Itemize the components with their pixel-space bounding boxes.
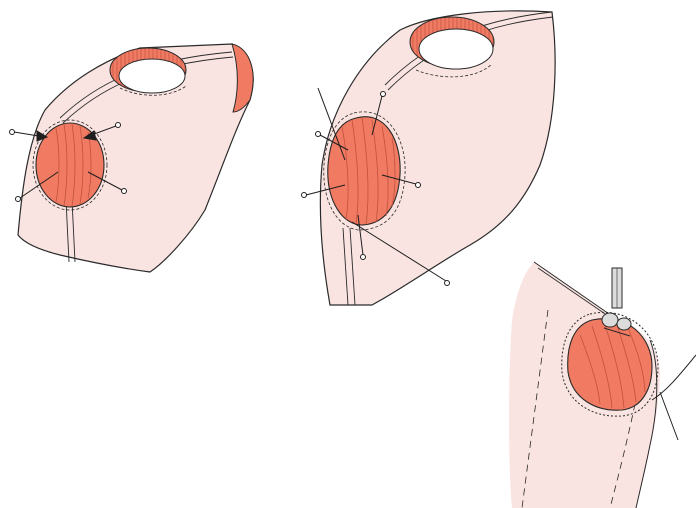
neck-opening-inner — [419, 29, 493, 69]
neck-opening-inner — [119, 59, 185, 93]
pinned-patch-figure — [10, 44, 254, 272]
tacked-patch-figure — [302, 11, 556, 305]
thread — [660, 392, 678, 440]
stitched-patch-figure — [509, 262, 696, 508]
